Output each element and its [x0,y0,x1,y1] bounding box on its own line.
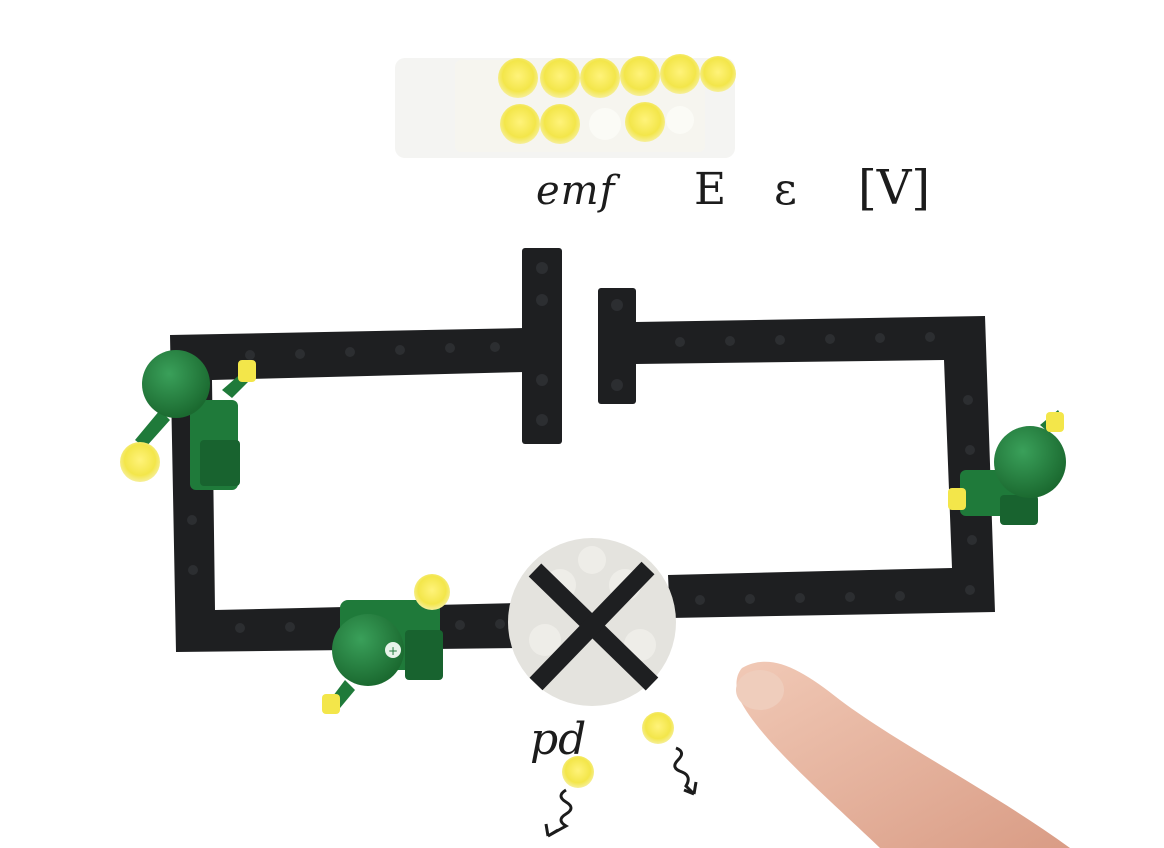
pointing-finger [736,661,1070,848]
battery-symbol [522,248,636,444]
symbol-e-label: E [694,164,727,215]
charge-block [395,54,736,158]
emitted-charges [562,712,674,788]
minifig-bottom-left: + [322,574,450,714]
symbol-epsilon-label: ε [774,164,797,215]
energy-arrows [544,746,698,838]
wire-studs [187,332,977,633]
circuit-wire [170,316,995,652]
minifig-top-left [120,350,256,490]
svg-text:+: + [388,644,398,658]
pd-label: pd [530,714,587,765]
minifig-right [948,410,1066,525]
unit-volt-label: [V] [858,160,931,216]
bulb-resistor [508,538,676,706]
emf-label: emf [536,168,616,214]
